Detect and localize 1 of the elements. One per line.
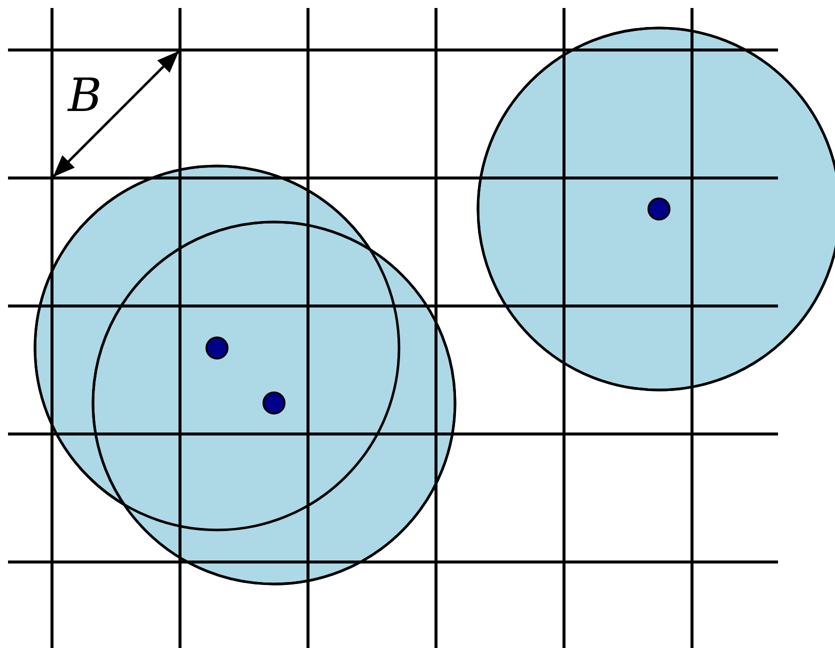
- dimension-label: B: [68, 72, 102, 118]
